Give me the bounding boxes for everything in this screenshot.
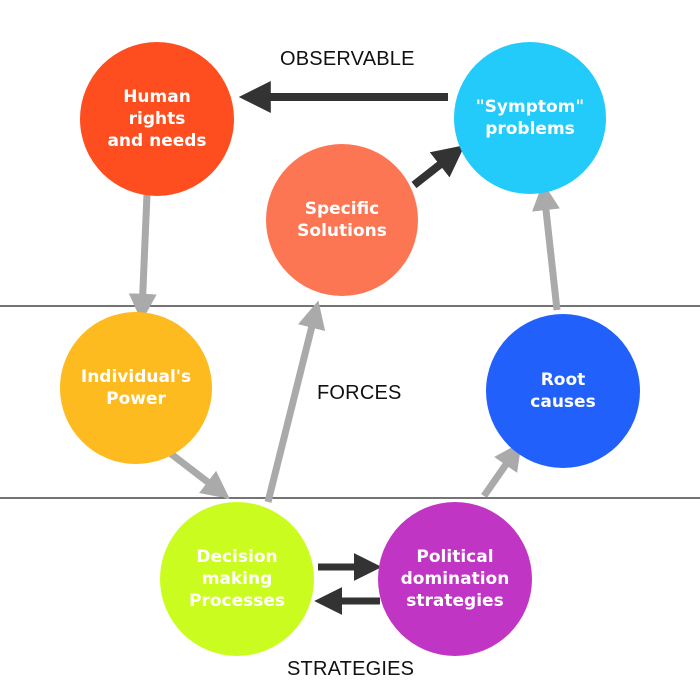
node-individuals-power-label: Individual's Power (80, 367, 192, 409)
arrow-human-rights-to-power (128, 193, 157, 322)
layer-label-forces: FORCES (317, 382, 402, 404)
node-decision-making-label: Decision making Processes (188, 547, 285, 611)
node-specific-solutions: Specific Solutions (266, 144, 418, 296)
node-political-domination: Political domination strategies (378, 502, 532, 656)
node-political-domination-label: Political domination strategies (400, 547, 510, 611)
arrow-political-to-root (481, 441, 522, 498)
node-root-causes: Root causes (486, 314, 640, 468)
arrow-solutions-to-symptom (411, 145, 465, 189)
layer-label-strategies: STRATEGIES (287, 658, 415, 680)
node-human-rights-label: Human rights and needs (107, 87, 207, 151)
arrow-root-to-symptom (532, 182, 561, 311)
node-human-rights: Human rights and needs (80, 42, 234, 196)
node-root-causes-label: Root causes (530, 370, 596, 412)
arrow-decision-to-solutions (264, 300, 326, 503)
node-specific-solutions-label: Specific Solutions (297, 199, 387, 241)
node-symptom-problems: "Symptom" problems (454, 42, 606, 194)
arrow-power-to-decision (163, 447, 230, 499)
node-individuals-power: Individual's Power (60, 312, 212, 464)
layer-label-observable: OBSERVABLE (280, 48, 415, 70)
node-decision-making: Decision making Processes (160, 502, 314, 656)
node-symptom-problems-label: "Symptom" problems (475, 97, 585, 139)
